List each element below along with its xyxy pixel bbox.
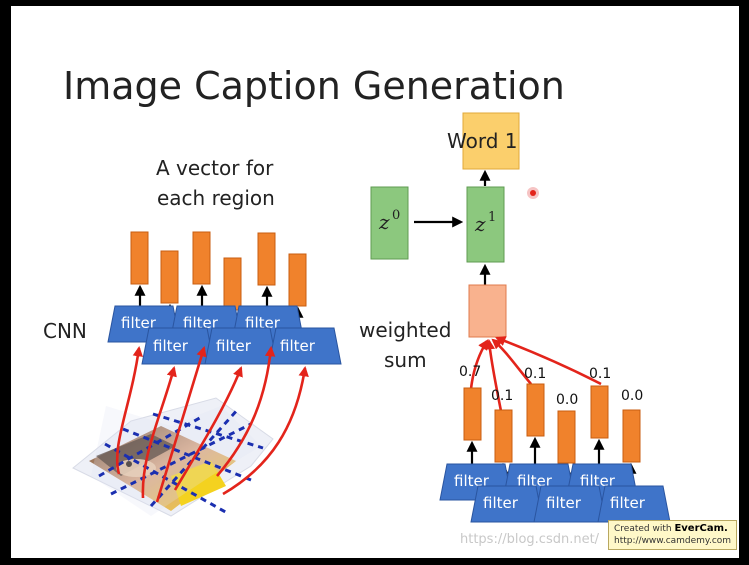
caption-diagram: Image Caption Generation A vector for ea… xyxy=(43,64,671,523)
svg-text:filter: filter xyxy=(546,494,582,512)
region-arrows xyxy=(115,345,309,503)
svg-text:filter: filter xyxy=(280,337,316,355)
region-feature-vector xyxy=(257,232,276,286)
slide-title: Image Caption Generation xyxy=(63,64,565,108)
svg-text:z: z xyxy=(474,212,486,236)
cnn-filter: filter xyxy=(268,327,342,365)
attention-weight: 0.0 xyxy=(556,392,578,408)
cnn-filter: filter xyxy=(204,327,278,365)
cnn-label: CNN xyxy=(43,319,87,343)
attention-filter: filter xyxy=(597,485,671,523)
region-feature-vector xyxy=(494,409,513,463)
attention-weight: 0.1 xyxy=(524,366,546,382)
region-feature-vector xyxy=(590,385,609,439)
state-z0: z 0 xyxy=(370,186,409,260)
region-caption-line2: each region xyxy=(157,186,275,210)
attention-filter: filter xyxy=(470,485,544,523)
svg-text:filter: filter xyxy=(121,314,157,332)
slide: Image Caption Generation A vector for ea… xyxy=(11,6,739,558)
badge-url: http://www.camdemy.com xyxy=(614,536,732,546)
svg-text:z: z xyxy=(378,210,390,234)
badge-brand: EverCam. xyxy=(674,523,728,534)
attention-weight: 0.1 xyxy=(491,388,513,404)
word-label: Word 1 xyxy=(447,129,518,153)
weighted-sum-box xyxy=(468,284,507,338)
attention-weight: 0.1 xyxy=(589,366,611,382)
svg-text:filter: filter xyxy=(216,337,252,355)
region-feature-vector xyxy=(192,231,211,285)
watermark: https://blog.csdn.net/ xyxy=(460,532,600,547)
attention-weight: 0.0 xyxy=(621,388,643,404)
pointer-dot-core xyxy=(530,190,536,196)
sum-label: sum xyxy=(384,348,427,372)
region-feature-vector xyxy=(622,409,641,463)
svg-text:1: 1 xyxy=(488,210,496,225)
region-feature-vector xyxy=(557,410,576,464)
region-caption-line1: A vector for xyxy=(156,156,274,180)
svg-text:0: 0 xyxy=(392,208,400,223)
region-feature-vector xyxy=(463,387,482,441)
svg-text:filter: filter xyxy=(153,337,189,355)
state-z1: z 1 xyxy=(466,186,505,263)
svg-text:filter: filter xyxy=(610,494,646,512)
attention-filter: filter xyxy=(533,485,607,523)
badge-line1: Created with xyxy=(614,524,672,534)
region-feature-vector xyxy=(288,253,307,307)
cnn-filter: filter xyxy=(141,327,215,365)
evercam-badge: Created with EverCam. http://www.camdemy… xyxy=(608,520,737,550)
weighted-label: weighted xyxy=(359,318,451,342)
svg-text:filter: filter xyxy=(483,494,519,512)
attention-weight: 0.7 xyxy=(459,364,481,380)
attention-arrows xyxy=(469,336,602,412)
input-image xyxy=(72,397,274,517)
region-feature-vector xyxy=(160,250,179,304)
region-feature-vector xyxy=(223,257,242,311)
region-feature-vector xyxy=(526,383,545,437)
region-feature-vector xyxy=(130,231,149,285)
word-output-box xyxy=(462,112,520,170)
